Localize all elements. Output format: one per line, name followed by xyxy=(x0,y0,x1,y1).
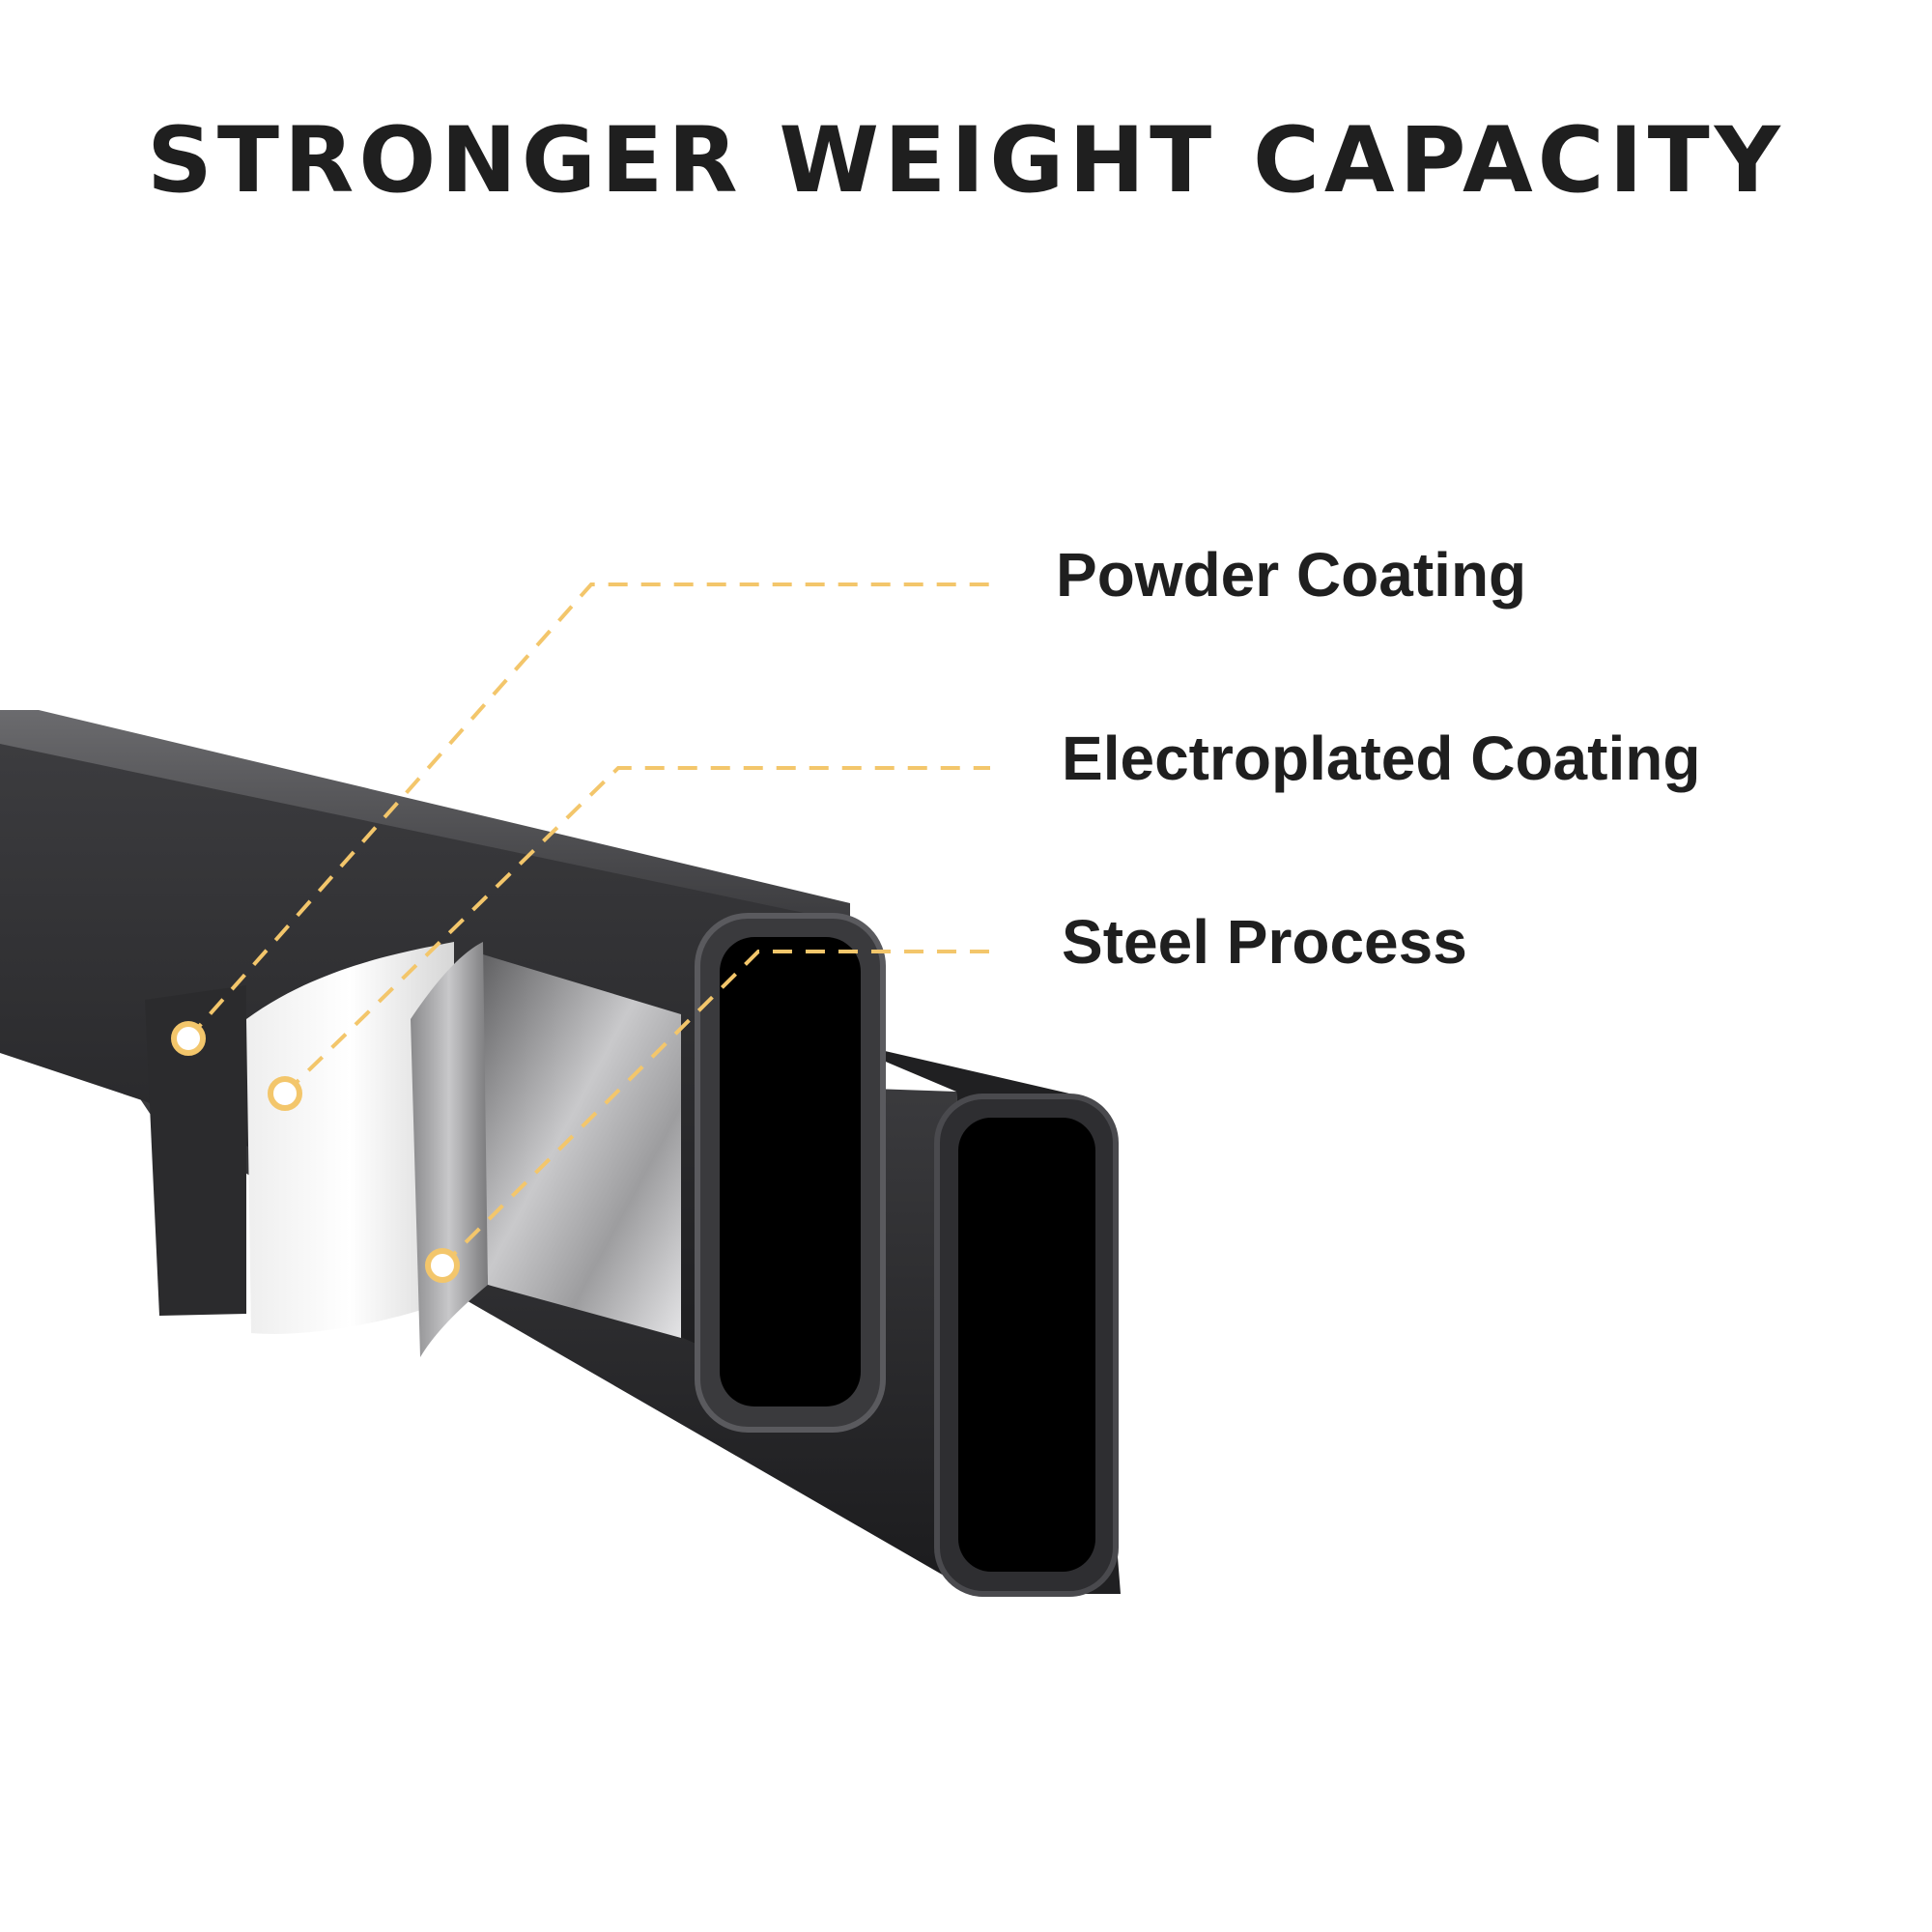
powder-coating-label: Powder Coating xyxy=(1056,540,1527,610)
callout-markers xyxy=(171,1021,460,1283)
callout-lines xyxy=(186,582,995,1267)
steel-core-panel xyxy=(473,952,681,1338)
page-title: STRONGER WEIGHT CAPACITY xyxy=(147,108,1785,213)
powder-coating-marker xyxy=(171,1021,206,1056)
peeled-layers xyxy=(145,942,488,1357)
electroplated-coating-label: Electroplated Coating xyxy=(1062,724,1701,793)
steel-process-label: Steel Process xyxy=(1062,907,1467,977)
steel-process-marker xyxy=(425,1248,460,1283)
electroplated-coating-marker xyxy=(268,1076,302,1111)
